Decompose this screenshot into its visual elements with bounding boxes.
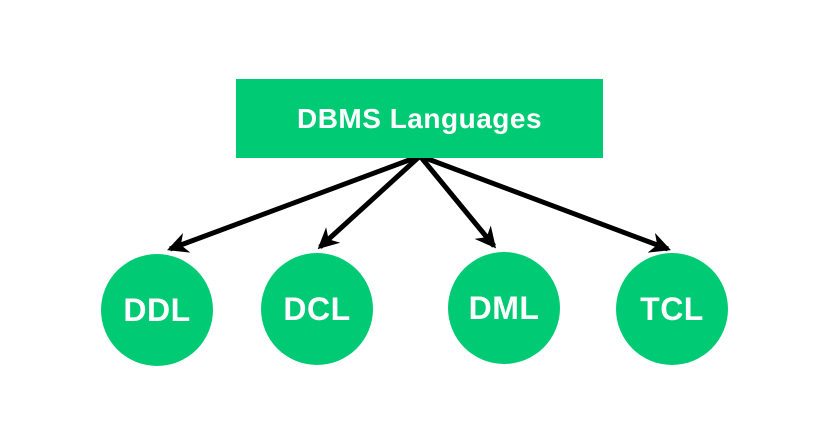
arrow-to-dcl xyxy=(317,154,422,250)
node-ddl-label: DDL xyxy=(123,291,191,328)
node-dcl: DCL xyxy=(261,253,373,365)
node-dml: DML xyxy=(448,252,560,364)
node-dml-label: DML xyxy=(468,289,540,326)
node-ddl: DDL xyxy=(101,254,213,366)
node-tcl: TCL xyxy=(616,253,728,365)
arrow-to-dml xyxy=(418,154,497,249)
root-node-dbms-languages: DBMS Languages xyxy=(236,79,603,158)
node-tcl-label: TCL xyxy=(640,290,704,327)
arrow-to-tcl xyxy=(419,153,671,253)
arrow-to-ddl xyxy=(167,153,421,253)
node-dcl-label: DCL xyxy=(283,290,351,327)
root-node-label: DBMS Languages xyxy=(296,102,543,134)
